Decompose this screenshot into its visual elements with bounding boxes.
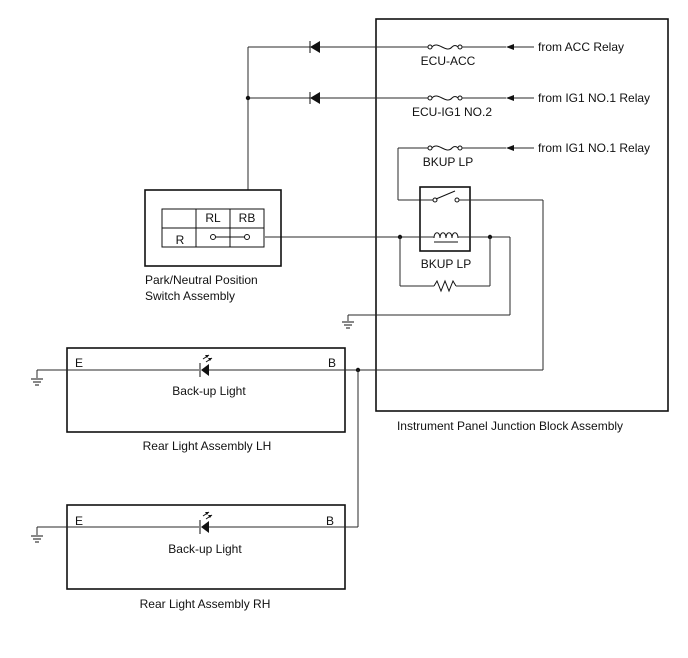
lh-terminal-e: E (75, 356, 83, 370)
rh-lamp-label: Back-up Light (168, 542, 242, 556)
ground-icon (31, 535, 43, 543)
resistor-icon (433, 279, 457, 293)
backup-light-rh-icon (199, 511, 213, 534)
fuse-bkup-lp-icon (427, 145, 463, 151)
source-ig1-b-label: from IG1 NO.1 Relay (538, 141, 650, 155)
backup-light-lh-icon (199, 354, 213, 377)
fuse-ecu-acc-icon (427, 44, 463, 50)
ground-icon (31, 378, 43, 386)
lh-lamp-label: Back-up Light (172, 384, 246, 398)
source-ig1-a-label: from IG1 NO.1 Relay (538, 91, 650, 105)
pn-switch-col-rb: RB (239, 211, 256, 225)
diode-acc-icon (309, 41, 320, 53)
rear-light-rh-outline (66, 504, 346, 590)
fuse-ecu-ig1-label: ECU-IG1 NO.2 (412, 105, 492, 119)
rh-terminal-e: E (75, 514, 83, 528)
rear-light-lh-name: Rear Light Assembly LH (143, 439, 272, 453)
arrow-ig1-b-icon (506, 145, 514, 151)
source-acc-label: from ACC Relay (538, 40, 624, 54)
relay-switch-icon (432, 190, 460, 203)
rear-light-rh-name: Rear Light Assembly RH (140, 597, 271, 611)
pn-switch-contact-icon (210, 234, 250, 240)
relay-label: BKUP LP (421, 257, 471, 271)
arrow-ig1-a-icon (506, 95, 514, 101)
pn-switch-outline (144, 189, 282, 267)
junction-block-label: Instrument Panel Junction Block Assembly (397, 419, 623, 433)
fuse-ecu-acc-label: ECU-ACC (421, 54, 476, 68)
pn-switch-col-rl: RL (205, 211, 221, 225)
arrow-acc-icon (506, 44, 514, 50)
fuse-bkup-lp-label: BKUP LP (423, 155, 473, 169)
diode-ig1-icon (309, 92, 320, 104)
fuse-ecu-ig1-icon (427, 95, 463, 101)
pn-switch-name-line1: Park/Neutral Position (145, 273, 258, 287)
rh-terminal-b: B (326, 514, 334, 528)
lh-terminal-b: B (328, 356, 336, 370)
pn-switch-name-line2: Switch Assembly (145, 289, 235, 303)
relay-coil-icon (433, 232, 459, 243)
rear-light-lh-outline (66, 347, 346, 433)
relay-box (419, 186, 471, 252)
junction-block-outline (375, 18, 669, 412)
pn-switch-row-r: R (176, 233, 185, 247)
splice-dot (245, 95, 251, 101)
ground-icon (342, 321, 354, 329)
